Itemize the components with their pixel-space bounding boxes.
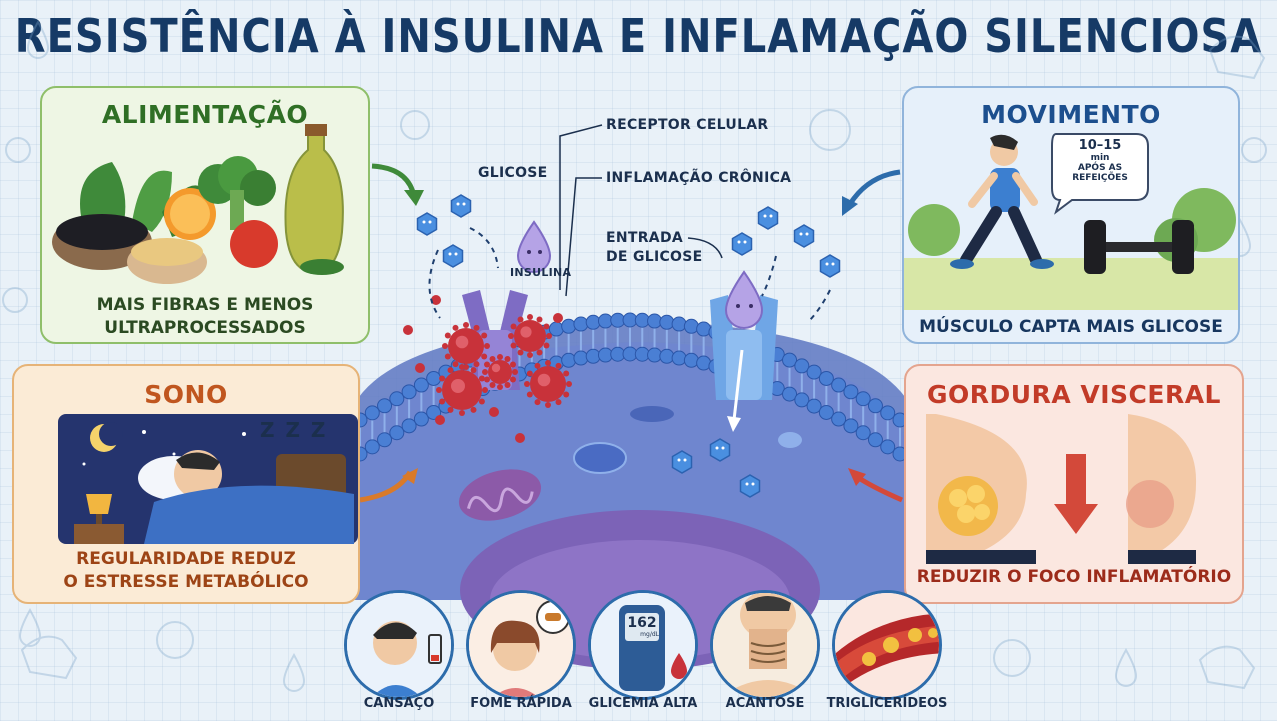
- symptom-cansaco: [344, 590, 454, 700]
- arrow-move: [847, 169, 901, 206]
- insulin-drop-icon: [516, 220, 552, 273]
- symptom-label-cansaco: CANSAÇO: [363, 696, 435, 711]
- sleep-illustration: [58, 414, 358, 544]
- symptom-triglicerideos: [832, 590, 942, 700]
- panel-sono: SONO Z Z Z REGULARIDADE REDUZ O ESTRESSE…: [12, 364, 360, 604]
- panel-title-alimentacao: ALIMENTAÇÃO: [101, 100, 309, 129]
- caption-alimentacao: MAIS FIBRAS E MENOS ULTRAPROCESSADOS: [96, 295, 314, 338]
- food-illustration: [52, 124, 344, 284]
- visceral-fat-illustration: [926, 414, 1197, 564]
- caption-sono: REGULARIDADE REDUZ O ESTRESSE METABÓLICO: [63, 549, 309, 592]
- panel-movimento: MOVIMENTO 10–15 min APÓS AS REFEIÇÕES MÚ…: [902, 86, 1240, 344]
- movement-bubble: 10–15 min APÓS AS REFEIÇÕES: [1072, 138, 1128, 183]
- symptom-fome-rapida: [466, 590, 576, 700]
- panel-title-sono: SONO: [144, 380, 228, 409]
- blood-vessel-icon: [835, 593, 939, 697]
- label-entrada: ENTRADA DE GLICOSE: [606, 230, 703, 265]
- symptom-label-triglicerideos: TRIGLICERÍDEOS: [826, 696, 948, 711]
- flow-arrows: [428, 227, 831, 323]
- symptom-label-glicemia: GLICEMIA ALTA: [588, 696, 698, 711]
- label-receptor: RECEPTOR CELULAR: [606, 117, 769, 133]
- panel-title-movimento: MOVIMENTO: [981, 100, 1161, 129]
- meter-value: 162: [627, 615, 657, 631]
- zzz-label: Z Z Z: [260, 418, 328, 442]
- caption-gordura: REDUZIR O FOCO INFLAMATÓRIO: [916, 567, 1232, 587]
- tired-person-icon: [347, 593, 451, 697]
- glucose-molecules: [416, 194, 841, 498]
- meter-unit: mg/dL: [640, 631, 659, 638]
- symptom-glicemia-alta: 162 mg/dL: [588, 590, 698, 700]
- symptom-acantose: [710, 590, 820, 700]
- neck-icon: [713, 593, 817, 697]
- symptom-label-acantose: ACANTOSE: [725, 696, 805, 711]
- panel-title-gordura: GORDURA VISCERAL: [927, 380, 1221, 409]
- symptom-label-fome: FOME RÁPIDA: [470, 696, 572, 711]
- caption-movimento: MÚSCULO CAPTA MAIS GLICOSE: [919, 317, 1223, 337]
- glucose-meter-icon: [591, 593, 695, 697]
- insulin-drop-icon: [724, 270, 764, 329]
- background-icons: [2, 19, 1267, 692]
- hungry-person-icon: [469, 593, 573, 697]
- panel-alimentacao: ALIMENTAÇÃO MAIS FIBRAS E MENOS ULTRAPRO…: [40, 86, 370, 344]
- walking-illustration: [904, 133, 1238, 310]
- mitochondrion-icon: [458, 469, 542, 521]
- label-glicose: GLICOSE: [478, 165, 548, 181]
- label-inflamacao: INFLAMAÇÃO CRÔNICA: [606, 170, 792, 186]
- panel-gordura-visceral: GORDURA VISCERAL REDUZIR O FOCO INFLAMAT…: [904, 364, 1244, 604]
- page-title: RESISTÊNCIA À INSULINA E INFLAMAÇÃO SILE…: [14, 10, 1263, 64]
- label-insulina: INSULINA: [510, 266, 572, 279]
- inflammation-particles: [403, 295, 572, 443]
